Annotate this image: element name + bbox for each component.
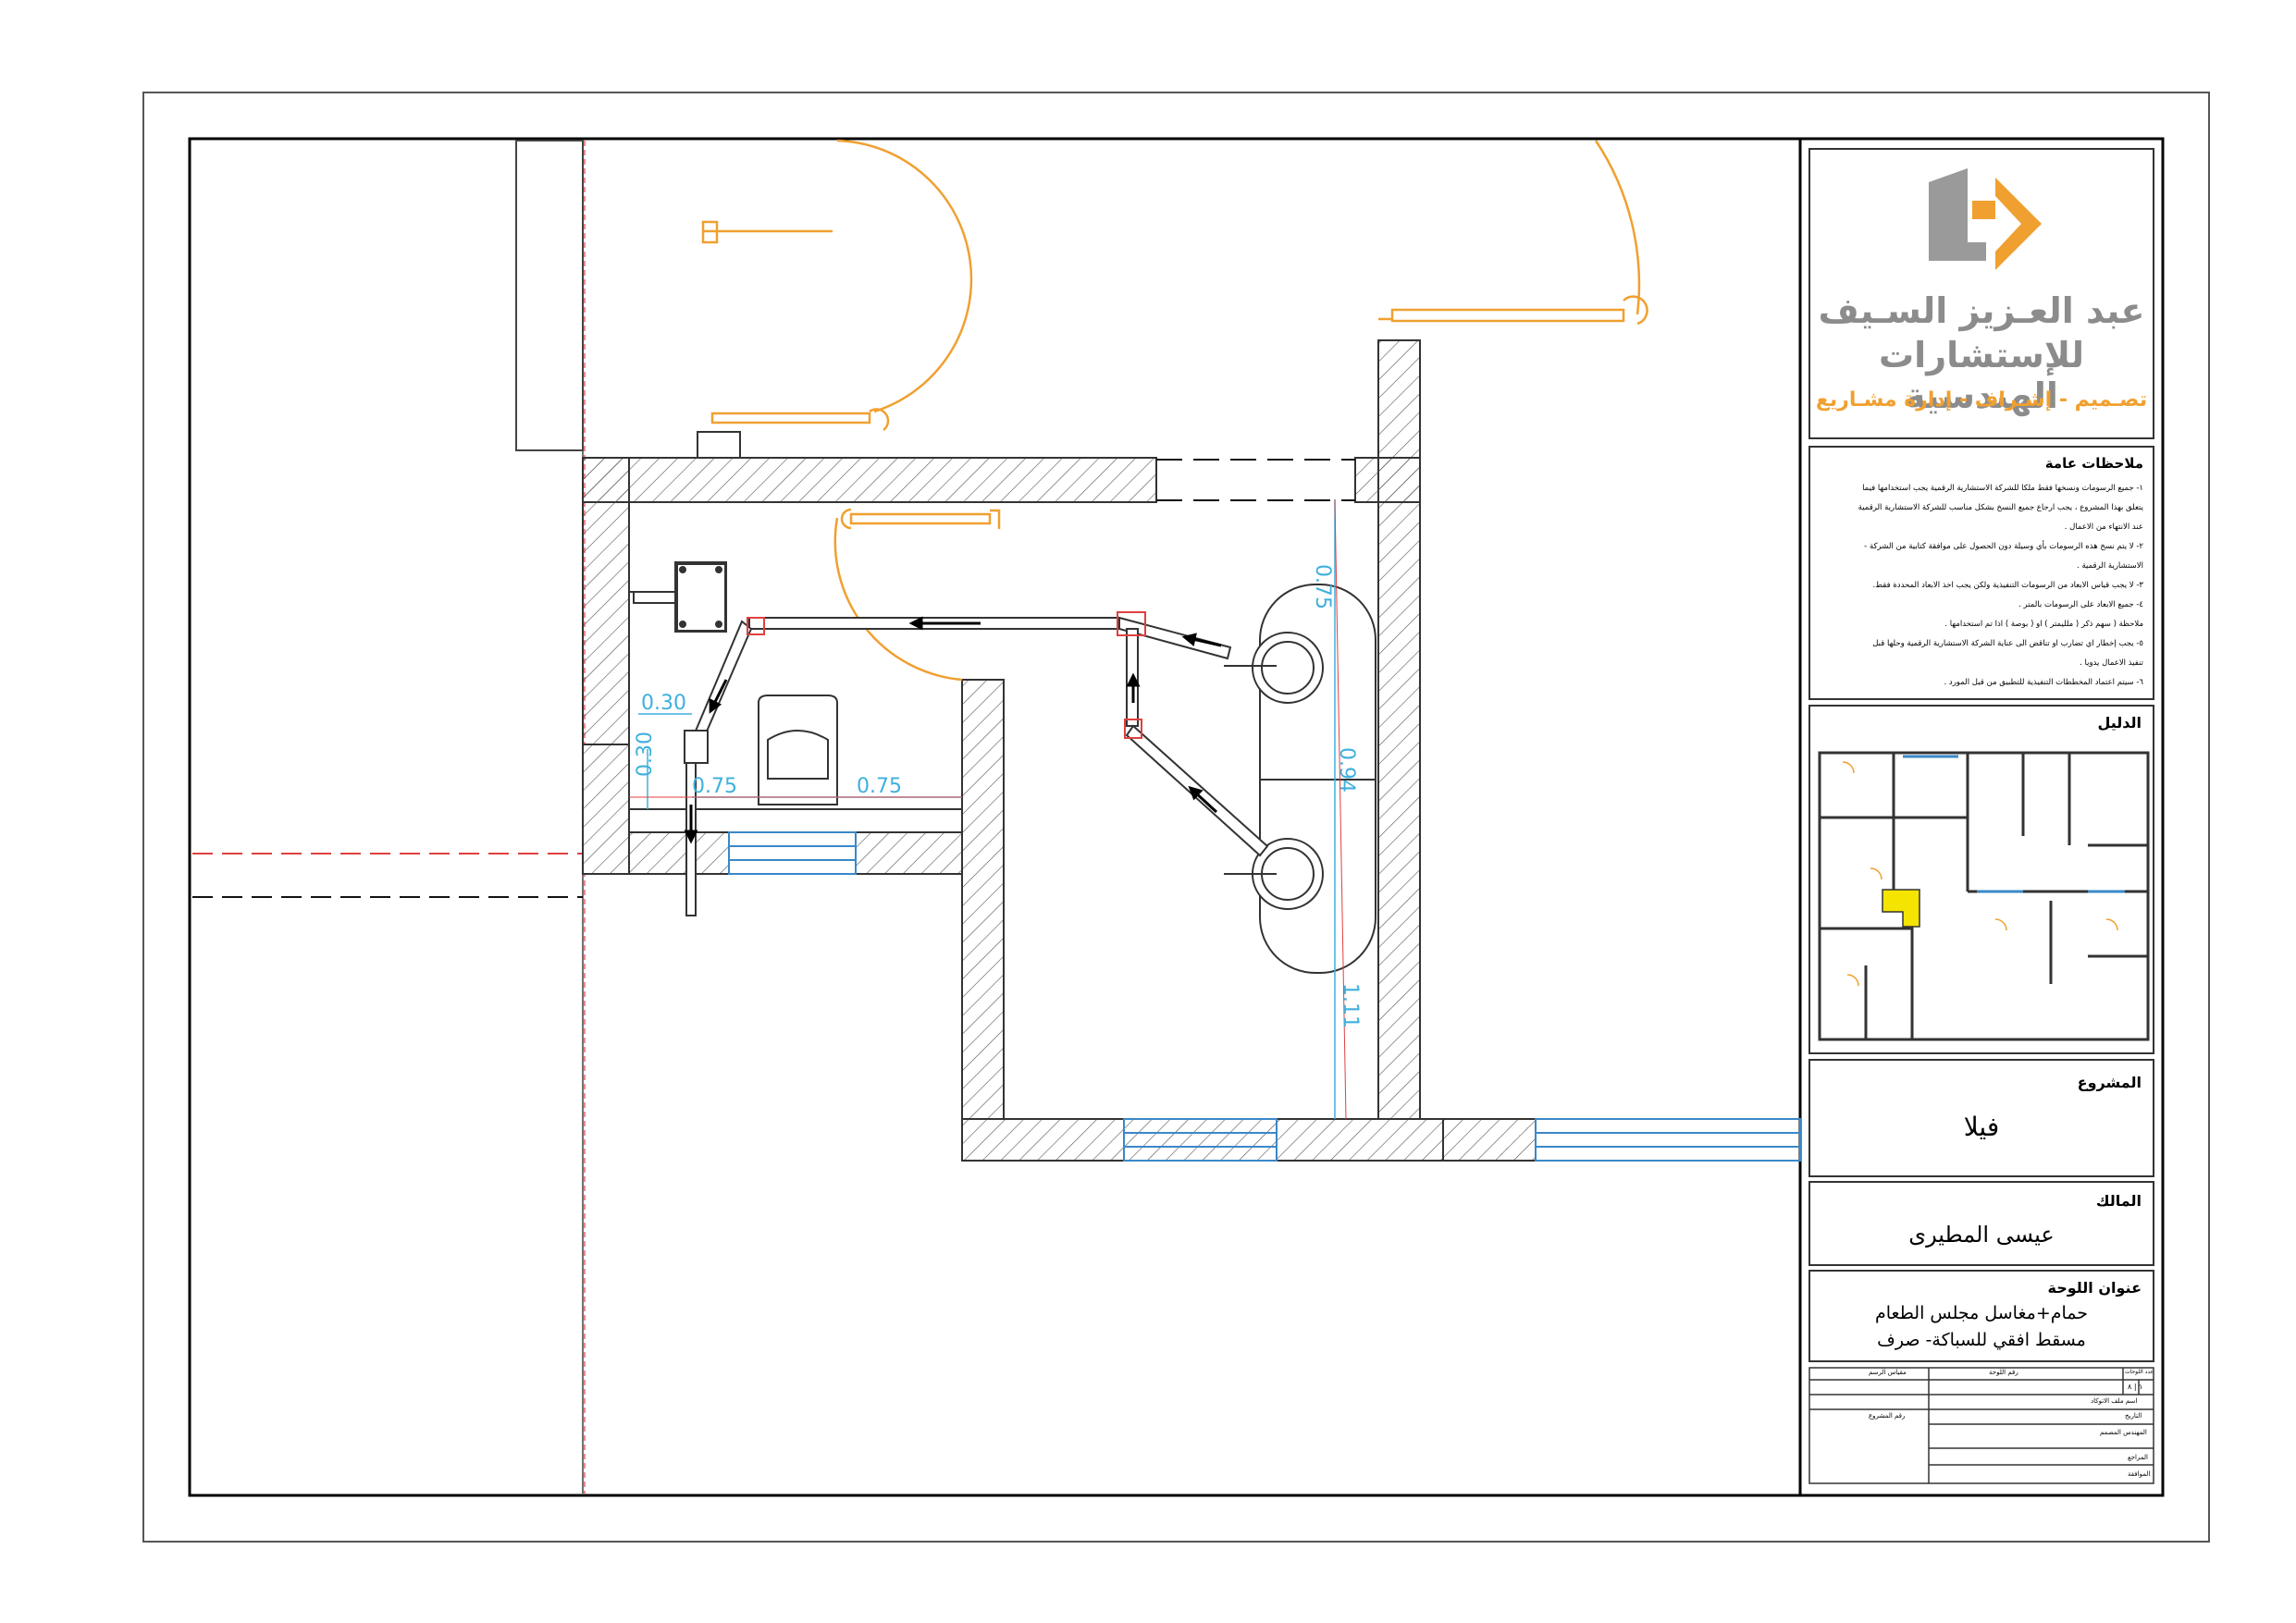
flow-arrows (684, 616, 1222, 844)
sheet-title-panel: عنوان اللوحة حمام+مغاسل مجلس الطعام مسقط… (1808, 1270, 2154, 1362)
project-value: فيلا (1963, 1112, 2000, 1142)
info-table (1808, 1367, 2154, 1484)
owner-label: المالك (2095, 1192, 2142, 1210)
dim-030-v: 0.30 (634, 732, 657, 777)
notes-title: ملاحظات عامة (2044, 455, 2143, 472)
logo-panel: عبد العـزيز السـيف للإستشارات الهندسية ت… (1808, 148, 2154, 439)
title-block-frame (1798, 137, 2165, 1497)
fixtures (633, 561, 1376, 974)
approval-label: الموافقة (2128, 1470, 2151, 1478)
note-line: يتعلق بهذا المشروع ، يجب ارجاع جميع النس… (1858, 503, 2143, 512)
owner-value: عيسى المطيرى (1908, 1222, 2055, 1248)
sheet-label: عنوان اللوحة (2047, 1279, 2142, 1297)
key-plan-title: الدليل (2097, 714, 2142, 732)
sheet-count-value: ١ | ٨ (2128, 1383, 2143, 1391)
logo-gray-shape (1929, 168, 1986, 261)
note-line: الاستشارية الرقمية . (2077, 561, 2143, 571)
scale-label: مقياس الرسم (1869, 1369, 1907, 1376)
date-label: التاريخ (2125, 1412, 2142, 1420)
project-label: المشروع (2077, 1074, 2142, 1091)
note-line: ٥- يجب إخطار اي تضارب او تناقض الى عناية… (1872, 639, 2143, 648)
note-line: ٦- سيتم اعتماد المخططات التنفيذية للتطبي… (1944, 678, 2143, 687)
sheet-title-line1: حمام+مغاسل مجلس الطعام (1874, 1303, 2089, 1323)
dim-111: 1.11 (1339, 983, 1362, 1028)
dim-075-c: 0.75 (1311, 564, 1334, 609)
owner-panel: المالك عيسى المطيرى (1808, 1181, 2154, 1266)
firm-name-line1: عبد العـزيز السـيف (1818, 290, 2145, 331)
walls (582, 339, 1537, 1162)
engineer-label: المهندس المصمم (2100, 1429, 2147, 1436)
sheet-count-label: عدد اللوحات (2125, 1369, 2154, 1375)
outer-border (142, 92, 2210, 1543)
shaft-box (676, 563, 726, 632)
dim-075-b: 0.75 (857, 775, 902, 798)
note-line: عند الانتهاء من الاعمال . (2064, 523, 2143, 532)
note-line: تنفيذ الاعمال يدويا . (2080, 658, 2143, 668)
note-line: ١- جميع الرسومات ونسخها فقط ملكا للشركة … (1862, 484, 2143, 493)
note-line: ملاحظة ( سهم ذكر ( ملليمتر ) او ( بوصة )… (1944, 620, 2143, 629)
project-panel: المشروع فيلا (1808, 1059, 2154, 1177)
firm-tagline: تصـميم - إشـراف - إدارة مشـاريع (1815, 388, 2148, 412)
column-top-left (515, 140, 584, 451)
project-no-label: رقم المشروع (1869, 1412, 1906, 1420)
firm-name-line2: للإستشارات الهندسية (1878, 335, 2085, 416)
sheet-title-line2: مسقط افقي للسباكة- صرف (1877, 1330, 2086, 1350)
logo-orange-shape (1995, 178, 2042, 270)
dim-094: 0.94 (1335, 747, 1358, 793)
key-plan-drawing (1818, 751, 2150, 1041)
doors (701, 139, 1648, 682)
notes-panel: ملاحظات عامة ١- جميع الرسومات ونسخها فقط… (1808, 446, 2154, 700)
dim-075-a: 0.75 (692, 775, 737, 798)
dim-030-h: 0.30 (641, 692, 686, 715)
notes-list: ١- جميع الرسومات ونسخها فقط ملكا للشركة … (1820, 479, 2143, 693)
key-plan-panel: الدليل (1808, 705, 2154, 1054)
firm-logo (1929, 168, 2042, 270)
note-line: ٣- لا يجب قياس الابعاد من الرسومات التنف… (1872, 581, 2144, 590)
file-name-label: اسم ملف الاتوكاد (2091, 1397, 2138, 1405)
reviewer-label: المراجع (2128, 1454, 2148, 1461)
key-plan-highlight (1882, 889, 1920, 928)
windows (728, 831, 1801, 1162)
sheet-no-label: رقم اللوحة (1989, 1369, 2018, 1376)
note-line: ٤- جميع الابعاد على الرسومات بالمتر . (2018, 600, 2143, 609)
note-line: ٢- لا يتم نسخ هذه الرسومات بأي وسيلة دون… (1864, 542, 2143, 551)
